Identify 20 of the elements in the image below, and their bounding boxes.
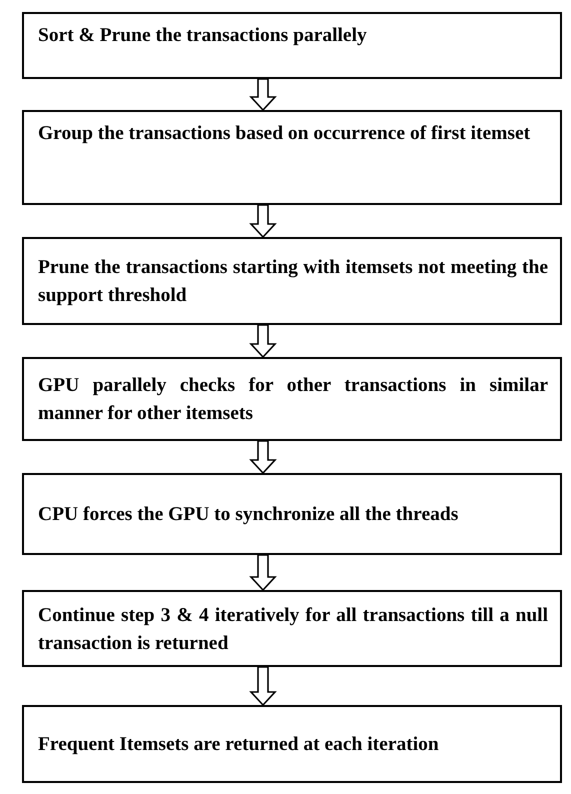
- step-text: Prune the transactions starting with itemsets not meeting the support threshold: [38, 256, 548, 308]
- step-text: Frequent Itemsets are returned at each iteration: [38, 733, 440, 757]
- hollow-arrow: [249, 204, 277, 238]
- process-box: [22, 705, 562, 783]
- step-text: GPU parallely checks for other transactions in similar manner for other itemsets: [38, 374, 548, 426]
- step-text: Group the transactions based on occurrence of first itemset: [38, 122, 532, 146]
- process-box: [22, 590, 562, 667]
- process-box: [22, 110, 562, 205]
- step-text: CPU forces the GPU to synchronize all the threads: [38, 503, 460, 527]
- process-box: [22, 12, 562, 79]
- process-box: [22, 237, 562, 325]
- hollow-arrow: [249, 78, 277, 112]
- hollow-arrow: [249, 440, 277, 474]
- process-box: [22, 357, 562, 441]
- hollow-arrow: [249, 666, 277, 706]
- step-text: Sort & Prune the transactions parallely: [38, 24, 368, 48]
- process-box: [22, 473, 562, 555]
- hollow-arrow: [249, 554, 277, 592]
- step-text: Continue step 3 & 4 iteratively for all transactions till a null transaction is returned: [38, 604, 548, 656]
- hollow-arrow: [249, 324, 277, 358]
